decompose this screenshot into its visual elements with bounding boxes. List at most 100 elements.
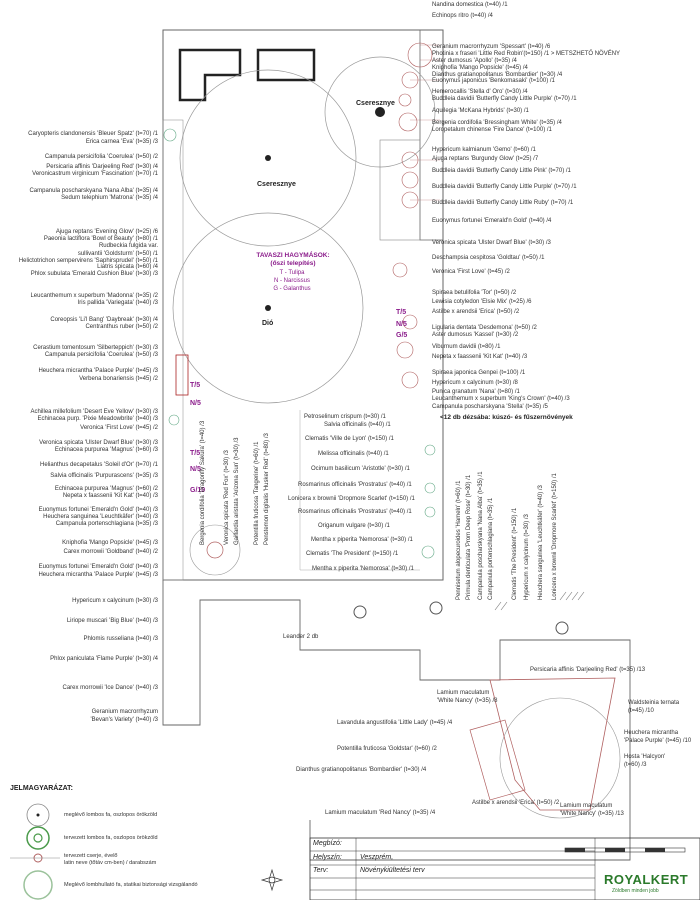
plant-label: Persicaria affinis 'Darjeeling Red' (t=3…	[530, 667, 646, 673]
location-value: Veszprém,	[360, 854, 394, 861]
plant-label: Heuchera micrantha	[624, 730, 679, 736]
plant-label: Euonymus fortunei 'Emerald'n Gold' (t=40…	[432, 218, 552, 224]
plant-label: Ajuga reptans 'Evening Glow' (t=25) /6	[55, 229, 158, 235]
tree-canopy	[172, 212, 364, 404]
plant-label: Lewisia cotyledon 'Elsie Mix' (t=25) /6	[432, 299, 532, 305]
plant-label: Sedum telephium 'Matrona' (t=35) /4	[61, 195, 158, 201]
plant-label: Ajuga reptans 'Burgundy Glow' (t=25) /7	[432, 156, 539, 162]
plant-label-vertical: Veronica spicata 'Red Fox' (t=30) /3	[224, 450, 230, 545]
bed-mark: G/5	[396, 332, 408, 339]
plant-label: Veronica 'First Love' (t=45) /2	[80, 425, 158, 431]
bed-mark: T/5	[190, 382, 201, 389]
location-label: Helyszín:	[313, 854, 342, 861]
plant-label: Liriope muscari 'Big Blue' (t=40) /3	[66, 618, 158, 624]
plant-label: Waldsteinia ternata	[628, 700, 680, 706]
plant-label: Geranium macrorrhyzum	[91, 709, 158, 715]
plant-label-vertical: Clematis 'The President' (t=150) /1	[512, 507, 518, 600]
plant-label: Buddleia davidii 'Butterfly Candy Little…	[432, 168, 571, 174]
plant-label: Aquilegia 'McKana Hybrids' (t=30) /1	[432, 108, 529, 114]
plant-label: Buddleia davidii 'Butterfly Candy Little…	[432, 96, 577, 102]
bed-mark: N/5	[190, 466, 201, 473]
plant-label: Cerastium tomentosum 'Silberteppich' (t=…	[33, 345, 158, 351]
legend-symbol-existing-tree	[26, 803, 50, 827]
plant-label: Lavandula angustifolia 'Little Lady' (t=…	[337, 720, 453, 726]
plant-label: 'White Nancy' (t=35) /13	[560, 811, 624, 817]
plant-label: Deschampsia cespitosa 'Goldtau' (t=50) /…	[432, 255, 545, 261]
plant-label: Rosmarinus officinalis 'Prostratus' (t=4…	[298, 482, 412, 488]
plant-label: Erica carnea 'Eva' (t=35) /3	[85, 139, 158, 145]
plant-label-vertical: Hypericum x calycinum (t=30) /3	[524, 514, 530, 600]
plant-label-vertical: Primula denticulata 'Prom Deep Rose' (t=…	[466, 474, 472, 600]
company-tagline: Zöldben minden jobb	[612, 888, 659, 894]
building-outline	[256, 48, 316, 82]
legend-title: JELMAGYARÁZAT:	[10, 785, 74, 792]
plant-label: Dianthus gratianopolitanus 'Bombardier' …	[296, 767, 427, 773]
north-arrow	[260, 868, 284, 892]
plant-label: sullivantii 'Goldsturm' (t=50) /1	[77, 251, 158, 257]
plan-label: Terv:	[313, 867, 329, 874]
tree-trunk	[375, 107, 385, 117]
plant-label: Leander 2 db	[283, 634, 319, 640]
client-label: Megbízó:	[313, 840, 342, 847]
plant-label: Centranthus ruber (t=50) /2	[85, 324, 158, 330]
plant-label: Heuchera sanguinea 'Leuchtkäfer' (t=40) …	[43, 514, 158, 520]
plant-label: (t=60) /3	[624, 762, 647, 768]
plant-label: Buddleia davidii 'Butterfly Candy Little…	[432, 200, 574, 206]
plant-label: Salvia officinalis (t=40) /1	[324, 422, 391, 428]
scale-bar	[564, 847, 686, 853]
plant-label: (t=45) /10	[628, 708, 654, 714]
bulb-item: G - Galanthus	[273, 286, 311, 292]
plant-label: Euonymus japonicus 'Benkomasaki' (t=100)…	[432, 78, 555, 84]
legend-symbol-existing-deciduous	[23, 870, 53, 900]
plant-label: Mentha x piperita 'Nemorosa' (t=30) /1	[312, 566, 414, 572]
plant-label: Kniphofia 'Mango Popsicle' (t=45) /3	[62, 540, 158, 546]
plant-label: Aster dumosus 'Apollo' (t=35) /4	[432, 58, 517, 64]
plant-label: Euonymus fortunei 'Emerald'n Gold' (t=40…	[38, 564, 158, 570]
plant-label-vertical: Campanula poscharskyana 'Nana Alba' (t=3…	[478, 471, 484, 600]
plant-label: Verbena bonariensis (t=45) /2	[79, 376, 158, 382]
plant-label-vertical: Pennisetum alopecuroides 'Hameln' (t=60)…	[456, 480, 462, 600]
plant-label: Helianthus decapetalus 'Soleil d'Or' (t=…	[39, 462, 158, 468]
plant-label: Viburnum davidii (t=80) /1	[432, 344, 501, 350]
plant-label: Clematis 'Ville de Lyon' (t=150) /1	[305, 436, 394, 442]
plant-label: Campanula persicifolia 'Coerulea' (t=50)…	[44, 352, 158, 358]
plant-label: Spiraea japonica Genpei (t=100) /1	[432, 370, 526, 376]
plant-label: Liatris spicata (t=60) /4	[97, 264, 158, 270]
plant-label: Petroselinum crispum (t=30) /1	[304, 414, 386, 420]
building-outline	[178, 48, 242, 102]
plant-label: Kniphofia 'Mango Popsicle' (t=45) /4	[432, 65, 528, 71]
plant-label: Nandina domestica (t=40) /1	[432, 2, 508, 8]
plant-label-vertical: Penstemon digitalis 'Husker Red' (t=80) …	[264, 433, 270, 545]
plant-label: Heuchera micrantha 'Palace Purple' (t=45…	[38, 572, 158, 578]
plant-label: Heuchera micrantha 'Palace Purple' (t=45…	[38, 368, 158, 374]
plant-label: 'White Nancy' (t=35) /8	[437, 698, 498, 704]
plant-label: Campanula poscharskyana 'Nana Alba' (t=3…	[29, 188, 158, 194]
plant-label: Lamium maculatum	[437, 690, 490, 696]
plant-label-vertical: Heuchera sanguinea 'Leuchtkäfer' (t=40) …	[538, 485, 544, 600]
plant-label: 'Palace Purple' (t=45) /10	[624, 738, 692, 744]
plant-label: Nepeta x faassenii 'Kit Kat' (t=40) /3	[432, 354, 528, 360]
plant-label: Echinacea purpurea 'Magnus' (t=60) /3	[54, 447, 158, 453]
plant-label: Nepeta x faassenii 'Kit Kat' (t=40) /3	[62, 493, 158, 499]
company-logo: ROYALKERT	[604, 872, 689, 887]
plant-label: Paeonia lactiflora 'Bowl of Beauty' (t=8…	[43, 236, 158, 242]
plant-label: Aster dumosus 'Kassel' (t=30) /2	[432, 332, 519, 338]
plant-label: Buddleia davidii 'Butterfly Candy Little…	[432, 184, 577, 190]
plant-label: Leucanthemum x superbum 'King's Crown' (…	[432, 396, 570, 402]
plant-label: Lonicera x brownii 'Dropmore Scarlet' (t…	[288, 496, 415, 502]
plant-label: Hemerocallis 'Stella d' Oro' (t=30) /4	[432, 89, 528, 95]
plant-label: Carex morrowii 'Goldband' (t=40) /2	[63, 549, 159, 555]
tree-label-cherry: Cseresznye	[356, 100, 395, 107]
plant-label: Origanum vulgare (t=30) /1	[318, 523, 390, 529]
plant-label: Hypericum x calycinum (t=30) /8	[432, 380, 518, 386]
bulb-item: T - Tulipa	[279, 270, 305, 276]
plant-label: Lamium maculatum 'Red Nancy' (t=35) /4	[325, 810, 436, 816]
plant-label: Ocimum basilicum 'Aristotle' (t=30) /1	[311, 466, 410, 472]
plant-label: Veronica spicata 'Ulster Dwarf Blue' (t=…	[432, 240, 551, 246]
plant-label: Phlox subulata 'Emerald Cushion Blue' (t…	[30, 271, 158, 277]
plant-label: Leucanthemum x superbum 'Madonna' (t=35)…	[30, 293, 158, 299]
plant-label: Helictotrichon sempervirens 'Saphirsprud…	[18, 258, 158, 264]
plant-label: Rudbeckia fulgida var.	[98, 243, 158, 249]
legend-item: Meglévő lombhullató fa, statikai biztons…	[64, 882, 198, 888]
plant-label-vertical: Gaillardia aristata 'Arizona Sun' (t=30)…	[234, 437, 240, 545]
